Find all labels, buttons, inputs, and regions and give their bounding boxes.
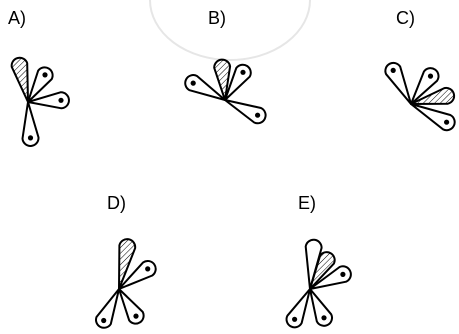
petal-dot-5: [292, 317, 297, 322]
watermark-circle: [150, 0, 310, 60]
petal-4: [225, 100, 266, 123]
petal-dot-4: [321, 315, 326, 320]
shaded-petal-1: [12, 58, 28, 102]
option-a-label: A): [8, 8, 26, 28]
petal-dot-3: [340, 272, 345, 277]
option-e-figure[interactable]: [287, 240, 351, 328]
petal-dot-4: [255, 113, 260, 118]
petal-3: [119, 289, 144, 324]
petal-5: [287, 289, 310, 327]
petal-4: [411, 104, 455, 130]
option-c-figure[interactable]: [385, 63, 454, 130]
petal-dot-3: [58, 98, 63, 103]
petal-dot-2: [145, 266, 150, 271]
petal-dot-4: [444, 120, 449, 125]
petal-dot-2: [42, 72, 47, 77]
option-e-label: E): [298, 193, 316, 213]
petal-dot-3: [133, 314, 138, 319]
option-b-label: B): [208, 8, 226, 28]
petal-4: [96, 289, 119, 328]
option-d-figure[interactable]: [96, 239, 156, 328]
option-a-figure[interactable]: [12, 58, 69, 146]
petal-dot-4: [101, 318, 106, 323]
petal-dot-1: [391, 68, 396, 73]
petal-dot-2: [428, 74, 433, 79]
option-c-label: C): [396, 8, 415, 28]
petal-dot-1: [191, 81, 196, 86]
option-d-label: D): [107, 193, 126, 213]
option-b-figure[interactable]: [185, 60, 265, 124]
petal-dot-3: [240, 70, 245, 75]
petal-1: [385, 63, 411, 104]
petal-4: [310, 289, 332, 326]
petal-dot-4: [28, 135, 33, 140]
